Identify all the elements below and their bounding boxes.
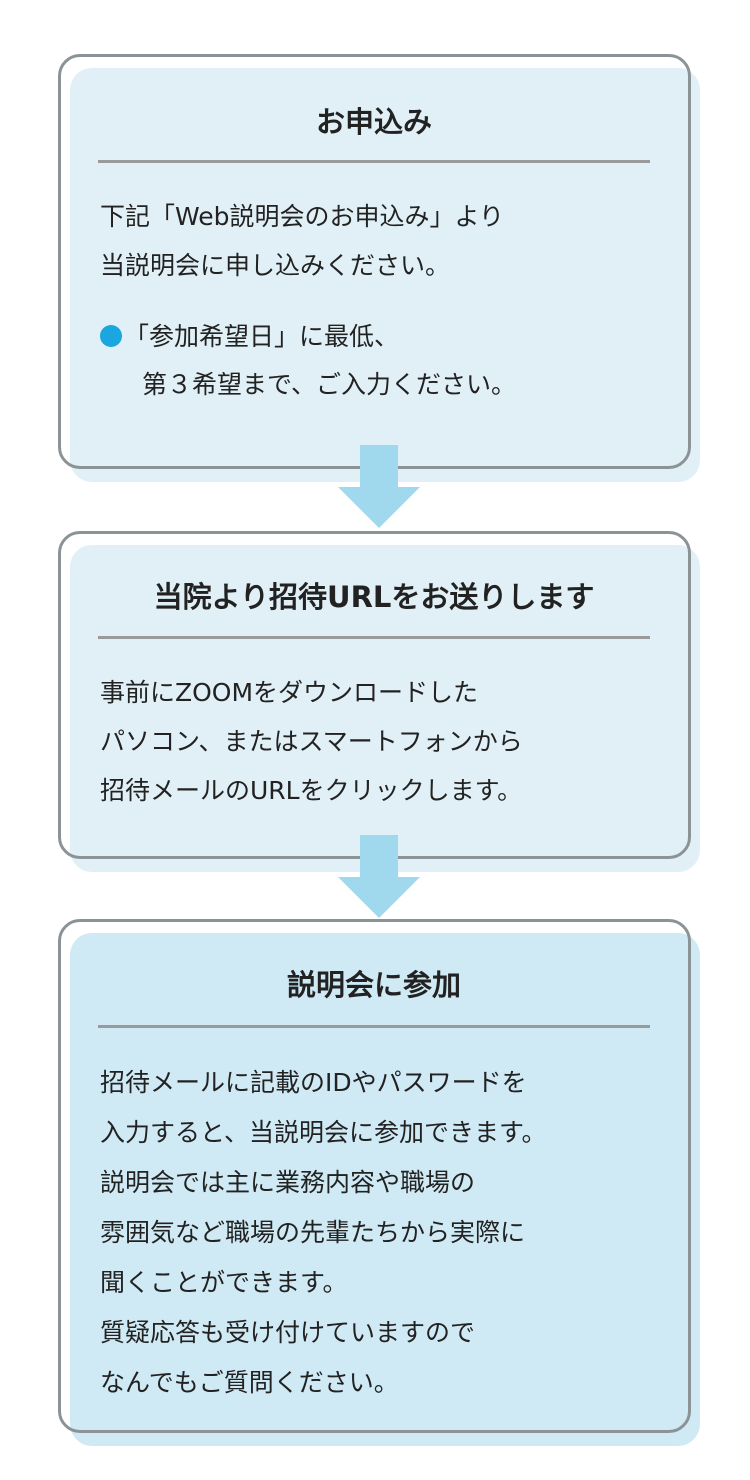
step1-background <box>70 68 700 482</box>
step2-background <box>70 545 700 872</box>
step3-box <box>58 919 691 1433</box>
text-line: 入力すると、当説明会に参加できます。 <box>100 1118 547 1147</box>
text-line: パソコン、またはスマートフォンから <box>100 727 523 756</box>
text-line: 当説明会に申し込みください。 <box>100 251 451 280</box>
step3-background <box>70 933 700 1446</box>
step1-body: 下記「Web説明会のお申込み」より 当説明会に申し込みください。 <box>100 192 504 290</box>
step3-body: 招待メールに記載のIDやパスワードを 入力すると、当説明会に参加できます。 説明… <box>100 1058 547 1408</box>
step1-divider <box>98 160 650 163</box>
step2-body: 事前にZOOMをダウンロードした パソコン、またはスマートフォンから 招待メール… <box>100 668 523 815</box>
circle-bullet-icon <box>100 325 122 347</box>
step2-divider <box>98 636 650 639</box>
text-line: なんでもご質問ください。 <box>100 1368 399 1397</box>
text-line: 招待メールのURLをクリックします。 <box>100 776 523 805</box>
text-line: 質疑応答も受け付けていますので <box>100 1318 476 1347</box>
arrow-down-icon <box>338 835 420 918</box>
step1-title: お申込み <box>315 105 432 139</box>
step3-title: 説明会に参加 <box>286 968 461 1002</box>
text-line: 説明会では主に業務内容や職場の <box>100 1168 476 1197</box>
step1-bullet: 「参加希望日」に最低、 第３希望まで、ご入力ください。 <box>100 313 516 409</box>
text-line: 下記「Web説明会のお申込み」より <box>100 202 505 231</box>
step2-title: 当院より招待URLをお送りします <box>153 580 595 614</box>
text-line: 聞くことができます。 <box>100 1268 348 1297</box>
text-line: 第３希望まで、ご入力ください。 <box>142 370 517 399</box>
text-line: 「参加希望日」に最低、 <box>124 322 400 351</box>
text-line: 雰囲気など職場の先輩たちから実際に <box>100 1218 526 1247</box>
text-line: 事前にZOOMをダウンロードした <box>100 678 479 707</box>
step3-divider <box>98 1025 650 1028</box>
arrow-down-icon <box>338 445 420 528</box>
text-line: 招待メールに記載のIDやパスワードを <box>100 1068 527 1097</box>
